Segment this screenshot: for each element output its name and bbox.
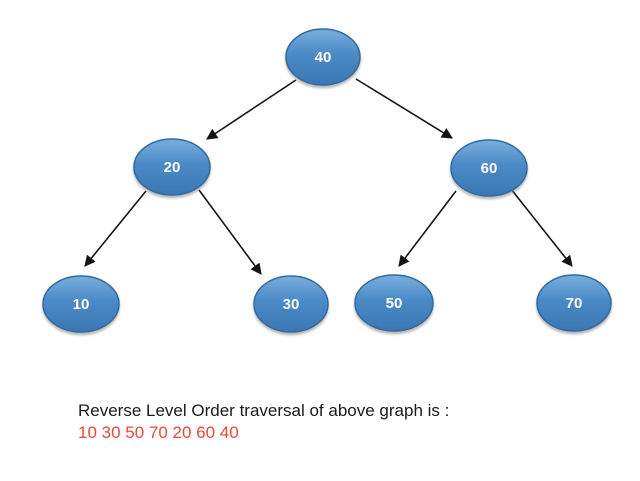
edge-20-to-30 — [198, 189, 262, 275]
node-70-ellipse — [536, 274, 612, 332]
tree-node-60: 60 — [450, 139, 528, 197]
node-70-label: 70 — [566, 295, 583, 312]
tree-node-20: 20 — [133, 138, 211, 196]
node-60-label: 60 — [481, 160, 498, 177]
edge-40-to-60 — [355, 78, 453, 139]
node-30-ellipse — [253, 275, 329, 333]
node-60-ellipse — [450, 139, 528, 197]
edge-60-to-50 — [398, 190, 457, 267]
traversal-result-text: 10 30 50 70 20 60 40 — [78, 423, 239, 442]
tree-node-40: 40 — [285, 28, 361, 86]
edge-60-to-70 — [510, 188, 573, 267]
node-10-label: 10 — [73, 296, 90, 313]
tree-node-50: 50 — [354, 274, 434, 332]
tree-node-10: 10 — [42, 275, 120, 333]
tree-node-70: 70 — [536, 274, 612, 332]
edge-40-to-20 — [206, 79, 297, 140]
node-50-ellipse — [354, 274, 434, 332]
node-40-ellipse — [285, 28, 361, 86]
node-20-ellipse — [133, 138, 211, 196]
node-10-ellipse — [42, 275, 120, 333]
node-20-label: 20 — [164, 159, 181, 176]
traversal-caption-text: Reverse Level Order traversal of above g… — [78, 401, 450, 420]
edge-20-to-10 — [84, 190, 147, 267]
node-40-label: 40 — [315, 49, 332, 66]
tree-edges — [84, 78, 573, 275]
caption-block: Reverse Level Order traversal of above g… — [78, 400, 449, 444]
node-30-label: 30 — [283, 296, 300, 313]
node-50-label: 50 — [386, 295, 403, 312]
tree-node-30: 30 — [253, 275, 329, 333]
